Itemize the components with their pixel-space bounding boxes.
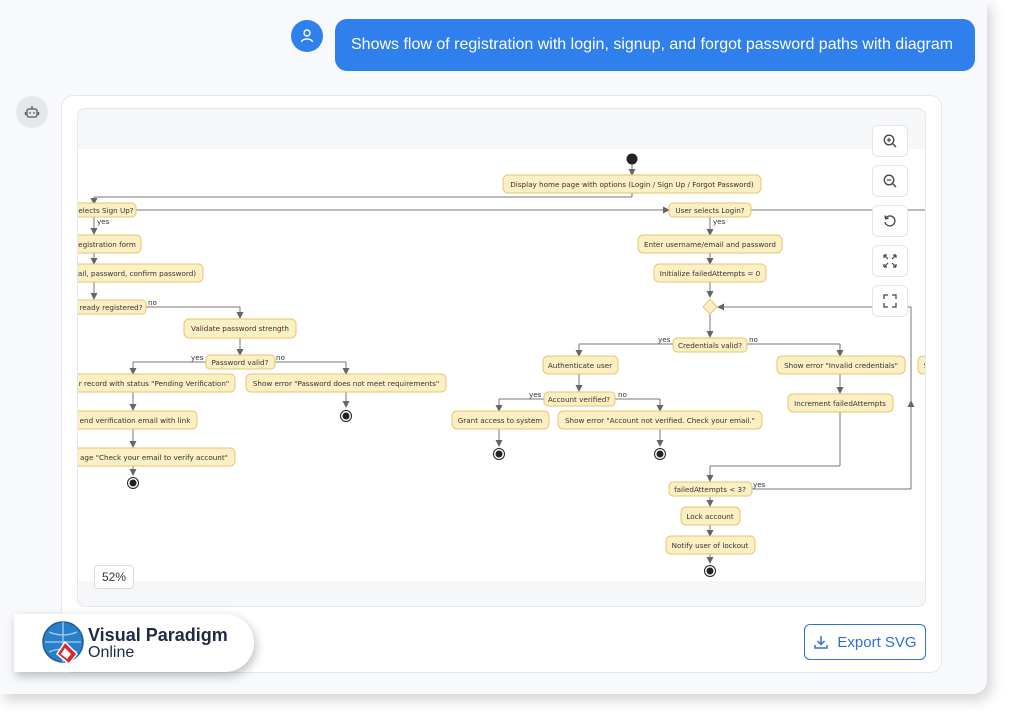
export-svg-button[interactable]: Export SVG: [804, 624, 926, 660]
svg-text:Show error "Account not verifi: Show error "Account not verified. Check …: [565, 416, 755, 425]
svg-text:end verification email with li: end verification email with link: [80, 416, 192, 425]
download-icon: [814, 636, 829, 649]
edge-label-yes: yes: [658, 335, 671, 344]
zoom-level-indicator: 52%: [94, 565, 134, 589]
diagram-nodes: [78, 174, 925, 555]
node-pw-valid: [205, 354, 276, 370]
edge-label-yes: yes: [97, 217, 110, 226]
node-failed-lt3: [668, 481, 753, 497]
zoom-out-button[interactable]: [872, 165, 908, 197]
node-notify: [665, 535, 756, 555]
edge-label-yes: yes: [191, 353, 204, 362]
svg-text:Increment failedAttempts: Increment failedAttempts: [794, 399, 886, 408]
zoom-out-icon: [883, 174, 897, 188]
merge-diamond: [702, 298, 718, 315]
zoom-in-button[interactable]: [872, 125, 908, 157]
fit-icon: [883, 254, 897, 268]
diagram-edge-labels: yes no yes no yes yes no yes no yes: [97, 217, 766, 489]
svg-text:ail, password, confirm passwor: ail, password, confirm password): [78, 269, 196, 278]
svg-text:Account verified?: Account verified?: [548, 395, 610, 404]
svg-text:Credentials valid?: Credentials valid?: [678, 341, 742, 350]
svg-text:elects Sign Up?: elects Sign Up?: [78, 206, 133, 215]
svg-text:egistration form: egistration form: [78, 240, 136, 249]
svg-text:ready registered?: ready registered?: [79, 303, 142, 312]
export-svg-label: Export SVG: [837, 633, 917, 651]
svg-text:Lock account: Lock account: [686, 512, 733, 521]
fit-button[interactable]: [872, 245, 908, 277]
node-fields: [78, 263, 204, 283]
node-authenticate: [542, 355, 619, 375]
svg-text:age "Check your email to verif: age "Check your email to verify account": [80, 453, 228, 462]
node-enter-creds: [637, 234, 783, 254]
visual-paradigm-logo-icon: [42, 621, 84, 666]
edge-label-yes: yes: [713, 217, 726, 226]
node-grant: [451, 410, 550, 430]
fullscreen-icon: [883, 294, 897, 308]
zoom-in-icon: [883, 134, 897, 148]
edge-label-no: no: [749, 335, 758, 344]
svg-text:r record with status "Pending: r record with status "Pending Verificati…: [79, 379, 229, 388]
edge-label-yes: yes: [753, 480, 766, 489]
reset-button[interactable]: [872, 205, 908, 237]
user-message: Shows flow of registration with login, s…: [335, 19, 975, 71]
node-home: [502, 174, 762, 194]
node-reg-form: [78, 234, 142, 254]
node-partial: [917, 355, 925, 375]
node-creds-valid: [672, 337, 748, 353]
edge-label-no: no: [618, 390, 627, 399]
edge-label-no: no: [148, 298, 157, 307]
svg-text:Initialize failedAttempts = 0: Initialize failedAttempts = 0: [660, 269, 761, 278]
svg-text:Authenticate user: Authenticate user: [548, 361, 612, 370]
edge-label-yes: yes: [529, 390, 542, 399]
node-msg-verify: [78, 447, 236, 467]
node-send-email: [78, 410, 198, 430]
edge-label-no: no: [276, 353, 285, 362]
svg-text:Show error "Password does not: Show error "Password does not meet requi…: [253, 379, 439, 388]
svg-text:Grant access to system: Grant access to system: [458, 416, 543, 425]
fullscreen-button[interactable]: [872, 285, 908, 317]
svg-text:Display home page with options: Display home page with options (Login / …: [510, 180, 754, 189]
node-acct-verified: [543, 391, 616, 407]
node-err-pw: [245, 373, 447, 393]
svg-text:Show error "Invalid credential: Show error "Invalid credentials": [784, 361, 898, 370]
node-lock: [680, 506, 741, 526]
node-validate: [183, 318, 297, 339]
svg-text:Enter username/email and passw: Enter username/email and password: [644, 240, 776, 249]
svg-text:S: S: [924, 361, 926, 370]
svg-text:Notify user of lockout: Notify user of lockout: [672, 541, 749, 550]
node-increment: [787, 393, 894, 413]
diagram-edges: [90, 164, 925, 564]
diagram-node-labels: Display home page with options (Login / …: [78, 180, 926, 550]
svg-text:Validate password strength: Validate password strength: [191, 324, 289, 333]
end-nodes: [127, 410, 716, 577]
start-node: [626, 153, 638, 165]
diagram-canvas[interactable]: yes no yes no yes yes no yes no yes: [78, 149, 926, 581]
node-err-creds: [776, 355, 906, 375]
bot-avatar-icon: [16, 96, 48, 128]
diagram-viewer[interactable]: yes no yes no yes yes no yes no yes: [77, 108, 926, 607]
user-avatar-icon: [291, 20, 323, 52]
svg-text:User selects Login?: User selects Login?: [675, 206, 744, 215]
node-init-attempts: [653, 263, 767, 283]
reset-icon: [884, 215, 896, 227]
app-window: Shows flow of registration with login, s…: [16, 19, 975, 673]
node-already-reg: [78, 299, 147, 315]
node-login-q: [668, 202, 752, 218]
node-err-verify: [557, 410, 763, 430]
brand-name: Visual Paradigm: [88, 625, 228, 645]
svg-text:failedAttempts < 3?: failedAttempts < 3?: [674, 485, 746, 494]
svg-text:Password valid?: Password valid?: [212, 358, 269, 367]
node-record: [78, 373, 236, 393]
node-signup-q: [78, 202, 137, 218]
brand-sub: Online: [88, 644, 135, 661]
